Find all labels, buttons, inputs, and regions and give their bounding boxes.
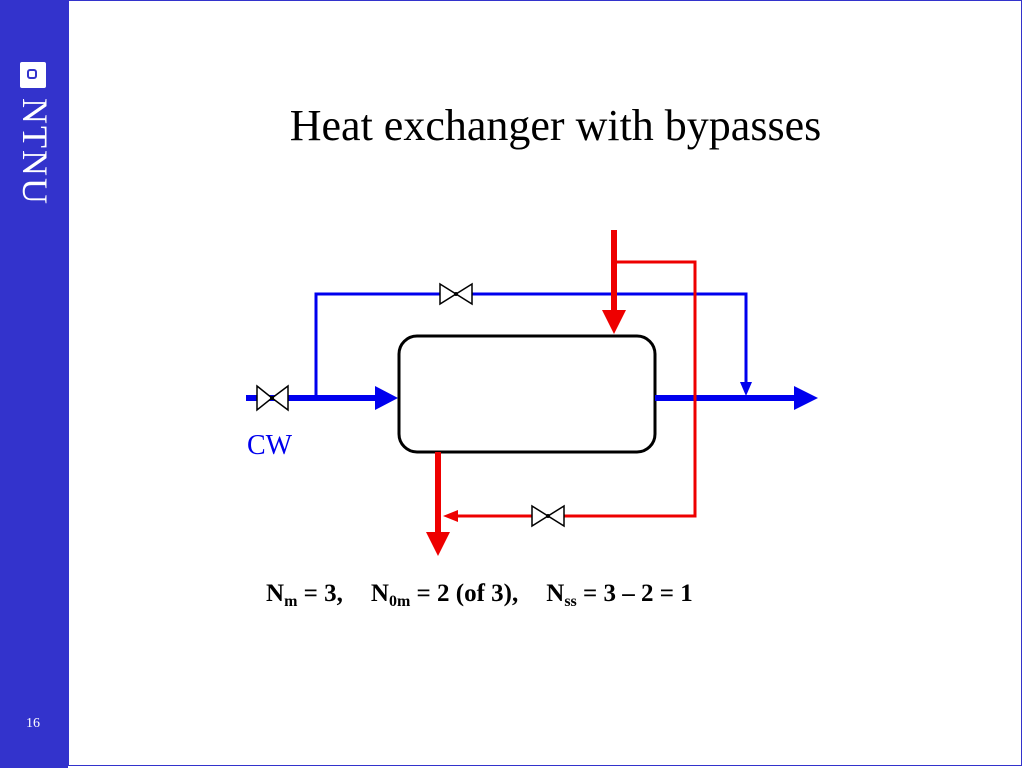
- cold-bypass-line: [314, 292, 748, 398]
- cold-inlet-arrow: [375, 386, 398, 410]
- n0m-base: N: [370, 580, 389, 607]
- logo-text: NTNU: [15, 98, 55, 206]
- page-number: 16: [26, 716, 40, 731]
- cold-outlet-arrow: [794, 386, 818, 410]
- n0m-rest: = 2 (of 3),: [410, 580, 519, 607]
- hot-inlet-arrow: [602, 310, 626, 334]
- hot-outlet-arrow: [426, 532, 450, 556]
- cold-bypass-arrow: [740, 382, 752, 396]
- cold-bypass-valve-icon[interactable]: [439, 282, 473, 306]
- hot-bypass-valve-icon[interactable]: [531, 504, 565, 528]
- slide-title: Heat exchanger with bypasses: [289, 101, 822, 150]
- ntnu-logo-icon: [20, 62, 46, 88]
- inlet-valve-icon[interactable]: [256, 384, 289, 412]
- hot-bypass-line: [456, 260, 697, 518]
- sidebar: NTNU 16: [0, 0, 68, 768]
- nss-rest: = 3 – 2 = 1: [576, 580, 693, 607]
- nm-sub: m: [284, 593, 298, 610]
- cw-label: CW: [247, 430, 293, 461]
- nm-base: N: [266, 580, 285, 607]
- nss-sub: ss: [564, 593, 577, 610]
- formula: Nm = 3,N0m = 2 (of 3),Nss = 3 – 2 = 1: [266, 580, 693, 611]
- heat-exchanger-box: [397, 334, 657, 454]
- hot-bypass-arrow: [443, 510, 458, 522]
- slide-frame: [68, 0, 1022, 766]
- n0m-sub: 0m: [388, 593, 411, 610]
- nm-rest: = 3,: [297, 580, 343, 607]
- nss-base: N: [546, 580, 565, 607]
